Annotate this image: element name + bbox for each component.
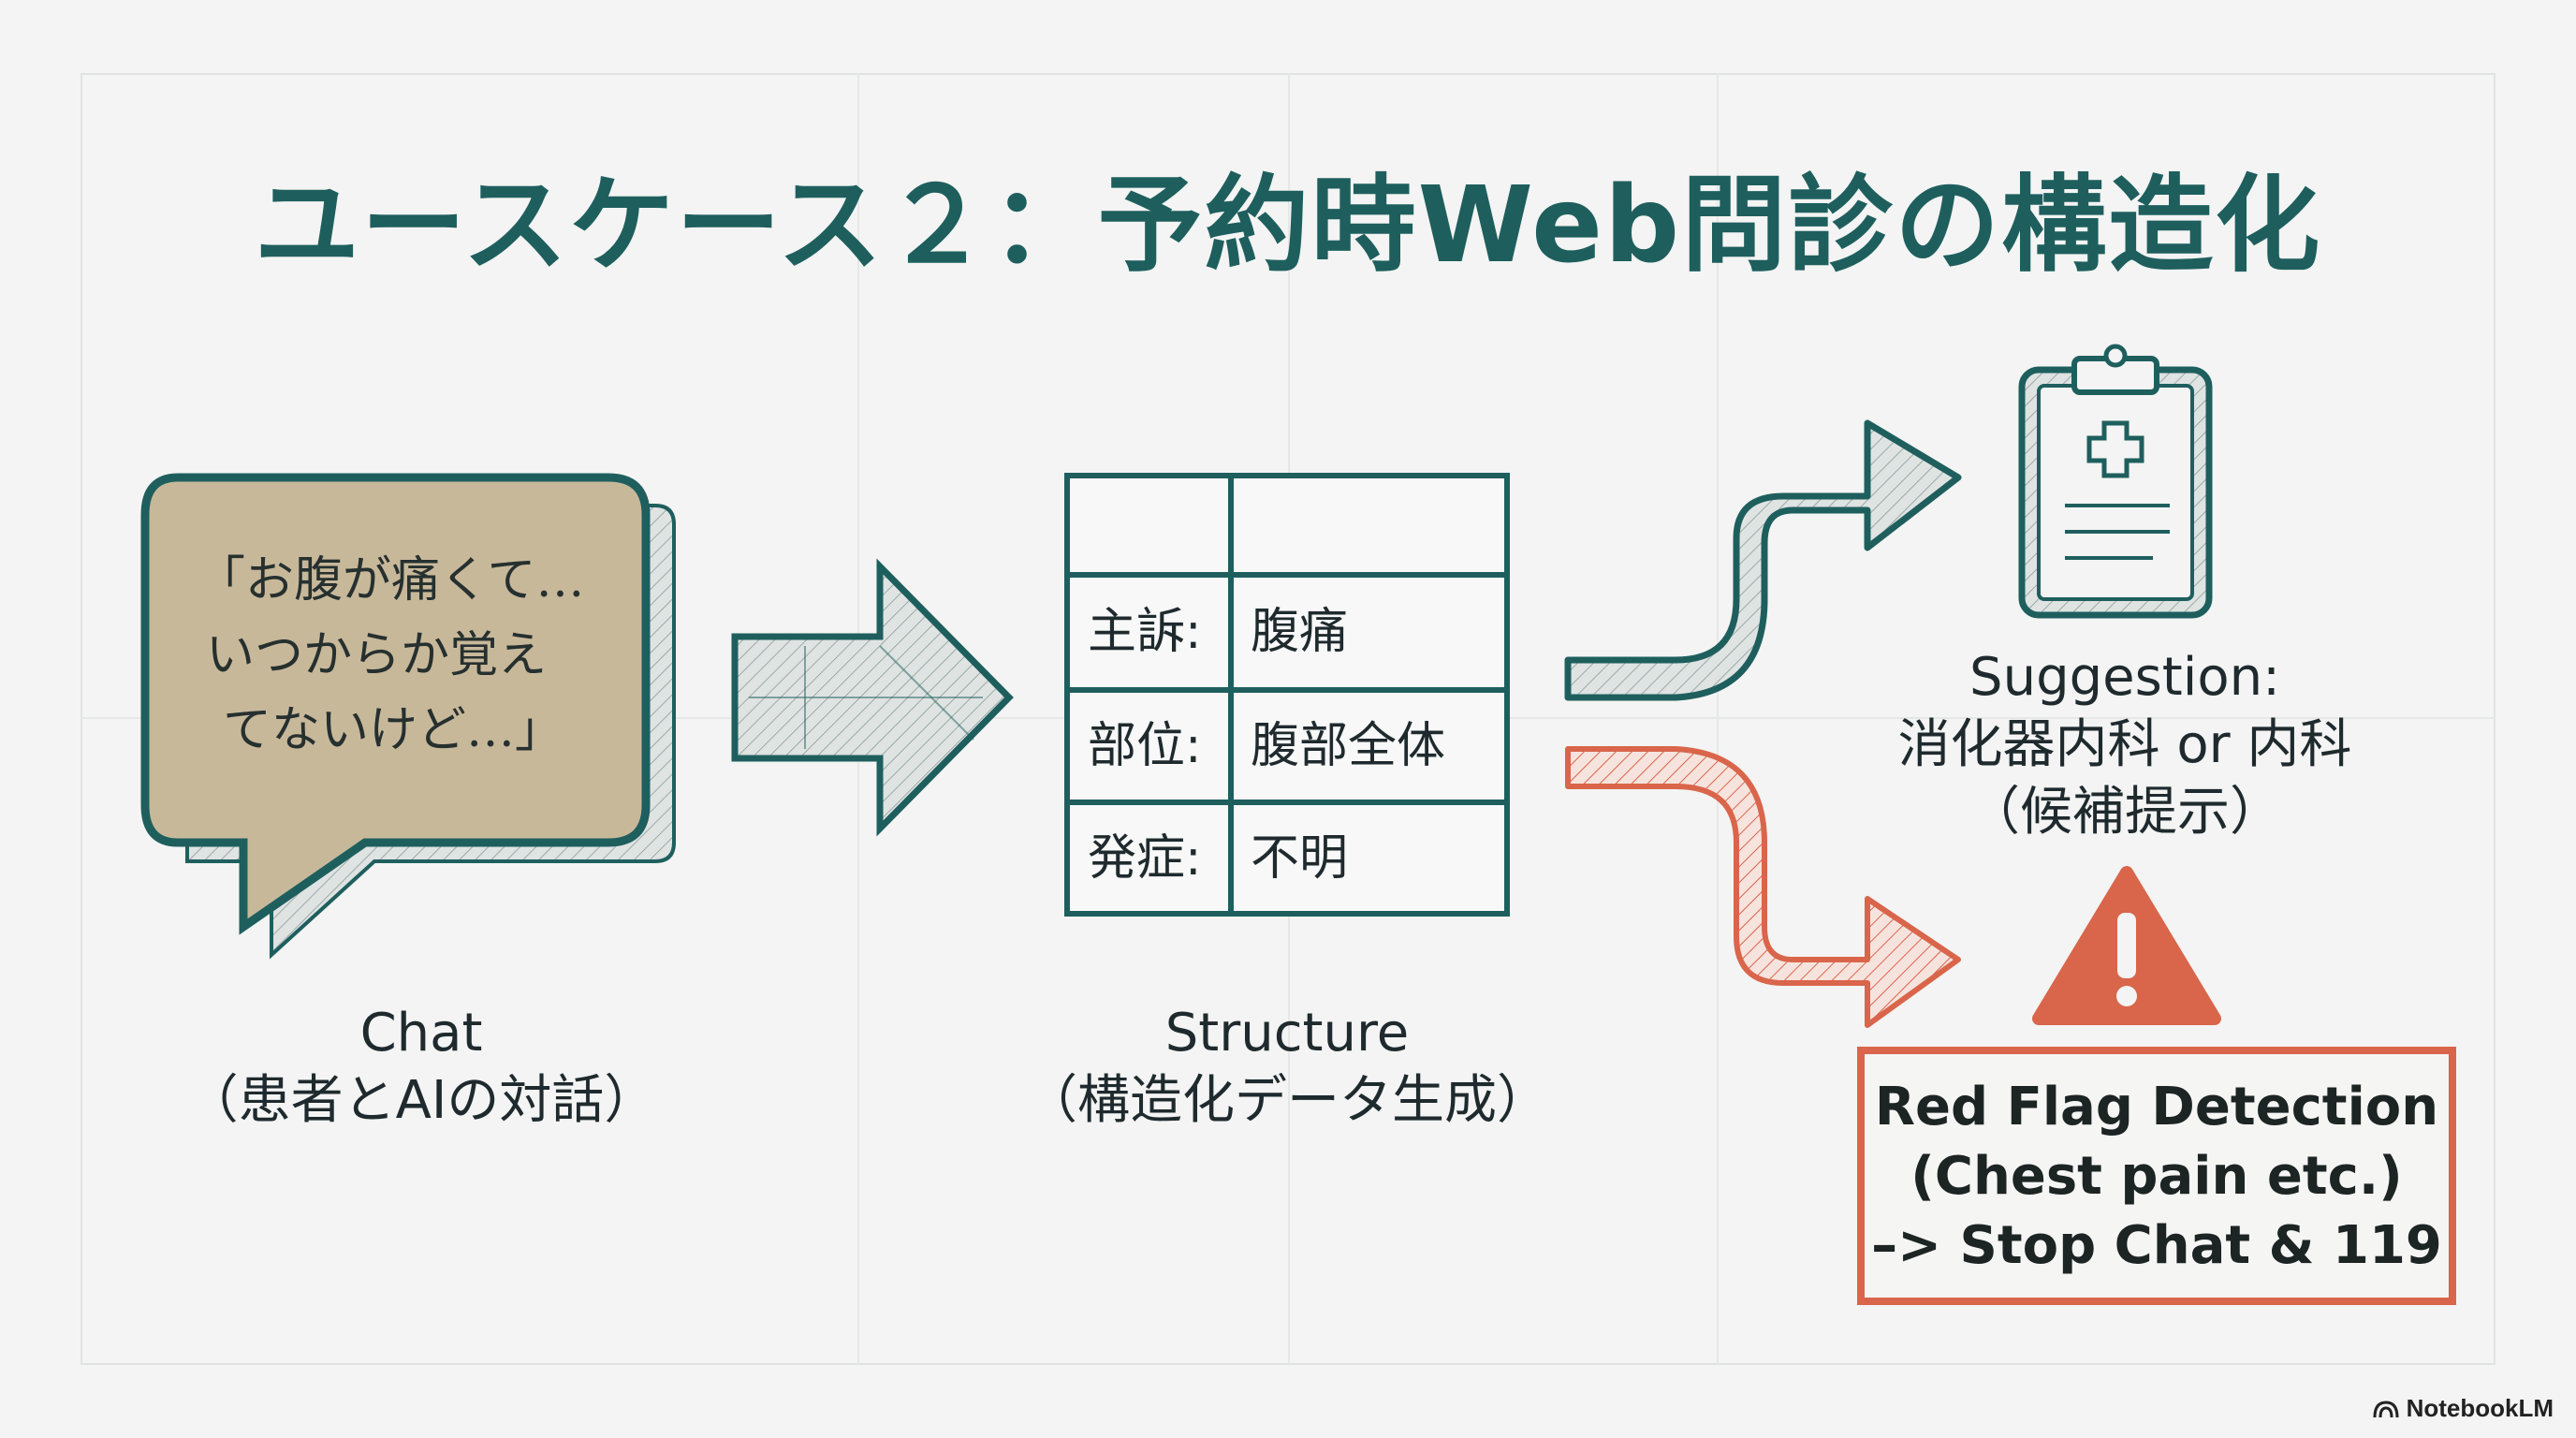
chat-caption-title: Chat bbox=[359, 1003, 483, 1064]
chat-line: 「お腹が痛くて… bbox=[197, 552, 585, 609]
notebooklm-icon bbox=[2373, 1400, 2399, 1417]
structure-table bbox=[1064, 473, 1510, 917]
table-key-complaint: 主訴: bbox=[1088, 604, 1202, 660]
red-flag-line-2: (Chest pain etc.) bbox=[1910, 1146, 2403, 1207]
red-flag-arrow bbox=[1565, 746, 1961, 1028]
structure-caption-sub: （構造化データ生成） bbox=[1025, 1070, 1549, 1131]
red-flag-box: Red Flag Detection (Chest pain etc.) –> … bbox=[1857, 1047, 2456, 1305]
red-flag-line-3: –> Stop Chat & 119 bbox=[1871, 1215, 2442, 1276]
grid-line bbox=[1717, 73, 1719, 1365]
table-value-location: 腹部全体 bbox=[1251, 718, 1446, 774]
warning-icon bbox=[2032, 866, 2221, 1025]
red-flag-line-1: Red Flag Detection bbox=[1874, 1077, 2439, 1137]
flow-arrow-right bbox=[731, 558, 1014, 837]
clipboard-icon bbox=[2018, 344, 2213, 619]
table-value-onset: 不明 bbox=[1251, 830, 1349, 887]
chat-line: いつからか覚え bbox=[206, 627, 548, 683]
suggestion-line-2: 消化器内科 or 内科 bbox=[1897, 714, 2352, 775]
table-key-onset: 発症: bbox=[1088, 830, 1202, 887]
speech-bubble bbox=[140, 473, 651, 935]
structure-caption-title: Structure bbox=[1164, 1003, 1410, 1064]
chat-bubble-text: 「お腹が痛くて… いつからか覚え てないけど…」 bbox=[197, 543, 646, 768]
table-value-complaint: 腹痛 bbox=[1251, 604, 1349, 660]
suggestion-caption: Suggestion: 消化器内科 or 内科 （候補提示） bbox=[1835, 644, 2415, 846]
brand-name: NotebookLM bbox=[2406, 1394, 2554, 1422]
suggestion-line-1: Suggestion: bbox=[1969, 647, 2280, 708]
brand-logo: NotebookLM bbox=[2373, 1394, 2554, 1423]
chat-caption-sub: （患者とAIの対話） bbox=[185, 1070, 657, 1131]
chat-line: てないけど…」 bbox=[223, 702, 564, 758]
suggestion-line-3: （候補提示） bbox=[1968, 782, 2282, 843]
structure-caption: Structure （構造化データ生成） bbox=[1006, 1000, 1568, 1135]
slide-title: ユースケース２：予約時Web問診の構造化 bbox=[254, 165, 2322, 286]
suggestion-arrow bbox=[1564, 419, 1962, 701]
table-key-location: 部位: bbox=[1088, 718, 1202, 774]
chat-caption: Chat （患者とAIの対話） bbox=[140, 1000, 702, 1135]
